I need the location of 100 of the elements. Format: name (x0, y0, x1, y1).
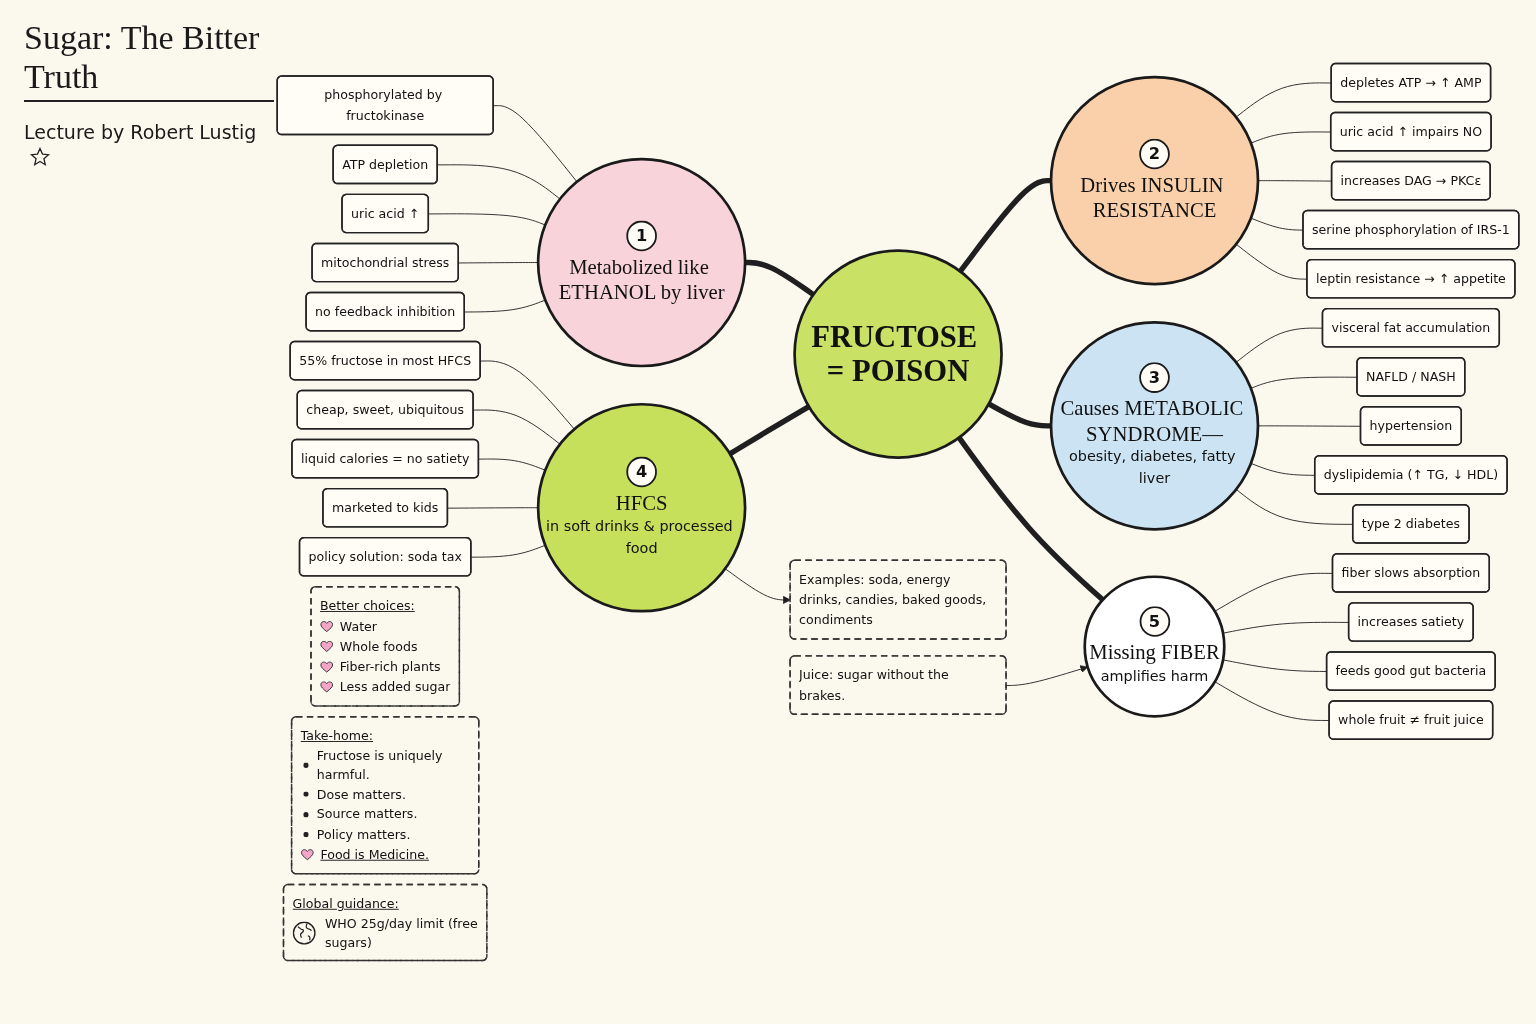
connector-line (464, 299, 546, 313)
detail-box (1347, 602, 1474, 642)
note-text: Water (339, 617, 377, 635)
connector-line (480, 360, 575, 430)
detail-box (1314, 455, 1508, 495)
detail-text: cheap, sweet, ubiquitous (306, 402, 465, 417)
detail-text: phosphorylated by fructokinase (324, 87, 444, 123)
title: Sugar: The Bitter Truth (24, 18, 274, 103)
byline-text: Lecture by Robert Lustig (24, 120, 257, 146)
detail-box (1325, 651, 1496, 691)
note-box (282, 883, 488, 962)
note-text: Whole foods (339, 637, 418, 656)
note-text: Less added sugar (339, 678, 451, 696)
detail-box (1359, 406, 1462, 446)
connector-line (728, 404, 811, 457)
central-topic-circle (793, 249, 1003, 459)
topic-text: FRUCTOSE = POISON (811, 320, 979, 388)
detail-box (1302, 209, 1520, 250)
topic-text: obesity, diabetes, fatty liver (1069, 447, 1237, 487)
connector-line (958, 177, 1052, 273)
connector-line (1250, 376, 1358, 389)
connector-line (447, 507, 539, 509)
detail-text: fiber slows absorption (1341, 565, 1481, 580)
detail-box (276, 75, 494, 136)
detail-text: dyslipidemia (↑ TG, ↓ HDL) (1323, 467, 1499, 482)
connector-line (470, 544, 546, 558)
topic-circle (536, 402, 747, 613)
detail-text: depletes ATP → ↑ AMP (1340, 75, 1482, 90)
detail-box (1306, 258, 1516, 299)
detail-box (298, 536, 472, 577)
detail-text: hypertension (1369, 418, 1453, 433)
topic-text: amplifies harm (1100, 667, 1209, 685)
topic-text: Metabolized like ETHANOL by liver (558, 255, 725, 303)
detail-text: increases satiety (1357, 614, 1465, 629)
note-heading: Global guidance: (292, 896, 399, 911)
note-heading: Take-home: (300, 728, 374, 743)
detail-box (311, 242, 459, 283)
note-text: WHO 25g/day limit (free sugars) (324, 914, 478, 952)
detail-text: ATP depletion (342, 157, 429, 172)
detail-box (291, 438, 480, 479)
detail-text: visceral fat accumulation (1331, 320, 1491, 335)
detail-box (1330, 160, 1491, 201)
note-box (789, 559, 1007, 640)
detail-text: marketed to kids (331, 500, 439, 515)
note-text: Fructose is uniquely harmful. (316, 746, 444, 784)
note-box (789, 655, 1007, 716)
note-box (290, 716, 480, 875)
topic-text: Missing FIBER (1089, 641, 1220, 664)
detail-text: uric acid ↑ impairs NO (1339, 124, 1483, 139)
detail-text: whole fruit ≠ fruit juice (1338, 712, 1484, 728)
note-heading: Better choices: (320, 598, 415, 613)
note-text: Fiber-rich plants (339, 658, 441, 676)
detail-box (332, 144, 438, 185)
connector-line (473, 409, 561, 445)
detail-text: NAFLD / NASH (1366, 369, 1456, 384)
topic-text: Drives INSULIN RESISTANCE (1080, 173, 1225, 222)
detail-box (1352, 504, 1470, 544)
detail-box (1328, 700, 1494, 740)
connector-line (478, 458, 546, 471)
topic-circle (1049, 75, 1260, 286)
detail-text: type 2 diabetes (1361, 516, 1461, 531)
detail-box (1330, 62, 1492, 103)
topic-text: HFCS (615, 491, 668, 515)
detail-box (296, 389, 474, 430)
detail-text: no feedback inhibition (315, 304, 456, 319)
note-text: Source matters. (316, 805, 418, 824)
topic-text: Causes METABOLIC SYNDROME— (1060, 397, 1245, 445)
detail-box (289, 340, 481, 381)
connector-line (956, 436, 1105, 602)
detail-box (1331, 553, 1490, 593)
detail-text: liquid calories = no satiety (300, 451, 470, 466)
connector-line (428, 213, 546, 226)
detail-box (1321, 307, 1501, 348)
topic-text: in soft drinks & processed food (545, 517, 734, 557)
detail-box (322, 487, 449, 528)
detail-text: 55% fructose in most HFCS (299, 353, 472, 368)
detail-text: uric acid ↑ (351, 206, 420, 221)
detail-text: policy solution: soda tax (308, 549, 462, 564)
note-text: Juice: sugar without the brakes. (799, 667, 950, 703)
detail-text: serine phosphorylation of IRS-1 (1311, 222, 1510, 237)
note-text: Food is Medicine. (320, 846, 429, 864)
topic-circle (1049, 321, 1260, 531)
note-box (310, 585, 461, 707)
detail-text: leptin resistance → ↑ appetite (1315, 271, 1506, 286)
detail-box (1330, 111, 1492, 152)
note-text: Policy matters. (316, 825, 411, 844)
topic-circle (1083, 575, 1226, 718)
connector-line (458, 262, 539, 264)
connector-line (493, 105, 578, 183)
note-text: Examples: soda, energy drinks, candies, baked goods, condiments (799, 571, 988, 627)
topic-circle (536, 157, 747, 368)
connector-line (987, 401, 1052, 429)
detail-text: feeds good gut bacteria (1335, 663, 1487, 678)
note-text: Dose matters. (316, 785, 406, 803)
detail-box (1356, 356, 1466, 397)
detail-box (305, 291, 465, 332)
detail-text: increases DAG → PKCε (1340, 173, 1482, 188)
detail-box (341, 193, 430, 234)
detail-text: mitochondrial stress (321, 255, 450, 270)
connector-line (1214, 681, 1330, 721)
